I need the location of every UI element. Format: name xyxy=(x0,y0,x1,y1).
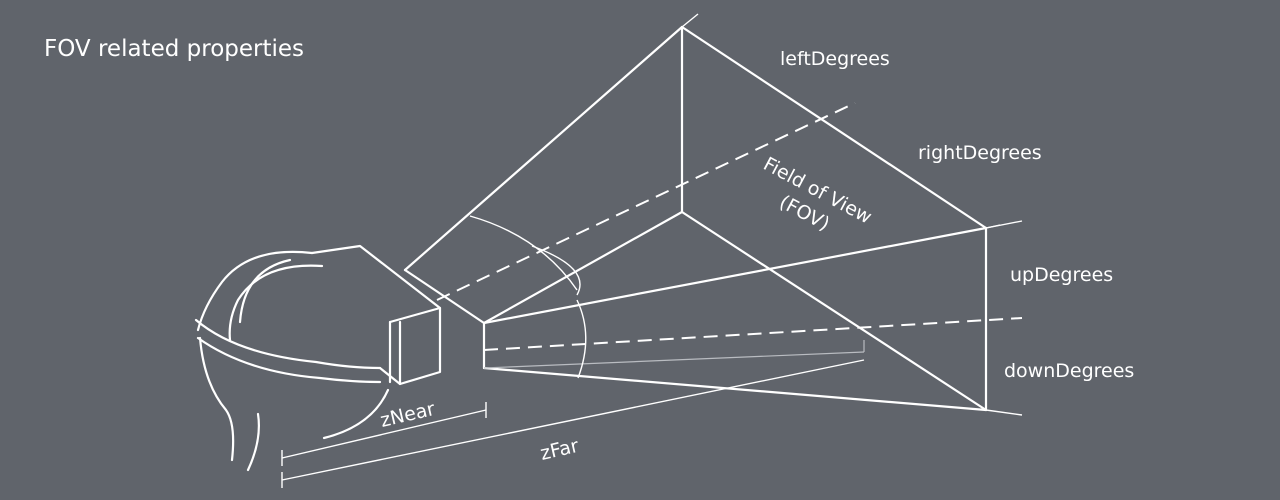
label-fov: Field of View (FOV) xyxy=(760,153,876,235)
label-right-degrees: rightDegrees xyxy=(918,142,1042,164)
floor-line xyxy=(483,351,865,369)
label-down-degrees: downDegrees xyxy=(1004,360,1134,382)
headset-edge xyxy=(388,306,442,324)
neck xyxy=(246,412,260,472)
frustum xyxy=(403,13,1023,416)
top-left-ray xyxy=(403,25,684,272)
strap-side-lower xyxy=(196,336,382,384)
inner-ray xyxy=(482,210,684,325)
fov-arcs xyxy=(469,215,587,379)
distance-brackets xyxy=(281,359,865,488)
head-back xyxy=(198,336,235,462)
strap-side-upper xyxy=(194,318,382,370)
ext-top xyxy=(681,13,699,28)
far-top-edge xyxy=(680,25,988,230)
bottom-ray xyxy=(482,366,988,412)
fov-arc-bottom xyxy=(576,299,587,379)
label-zfar: zFar xyxy=(538,435,581,465)
strap-loop xyxy=(238,258,292,324)
ext-right xyxy=(985,224,1001,229)
chin xyxy=(322,388,390,440)
headset-body xyxy=(310,244,442,386)
near-plane xyxy=(403,268,486,370)
label-up-degrees: upDegrees xyxy=(1010,264,1113,286)
label-left-degrees: leftDegrees xyxy=(780,48,890,70)
horizontal-view-axis xyxy=(436,102,856,301)
far-diagonal-edge xyxy=(680,210,988,412)
view-axes xyxy=(436,102,1023,351)
fov-arc-top xyxy=(469,215,578,291)
diagram-title: FOV related properties xyxy=(44,36,304,62)
strap-top-outer xyxy=(196,250,314,332)
middle-ray xyxy=(482,226,988,325)
fov-arc-mid xyxy=(531,245,581,296)
vr-headset xyxy=(194,244,442,472)
znear-bracket-line xyxy=(281,409,487,459)
zfar-bracket-line xyxy=(281,359,865,481)
label-znear: zNear xyxy=(378,398,437,432)
ext-down xyxy=(985,409,1023,416)
vertical-view-axis xyxy=(483,317,1023,351)
strap-top-inner xyxy=(228,264,324,342)
